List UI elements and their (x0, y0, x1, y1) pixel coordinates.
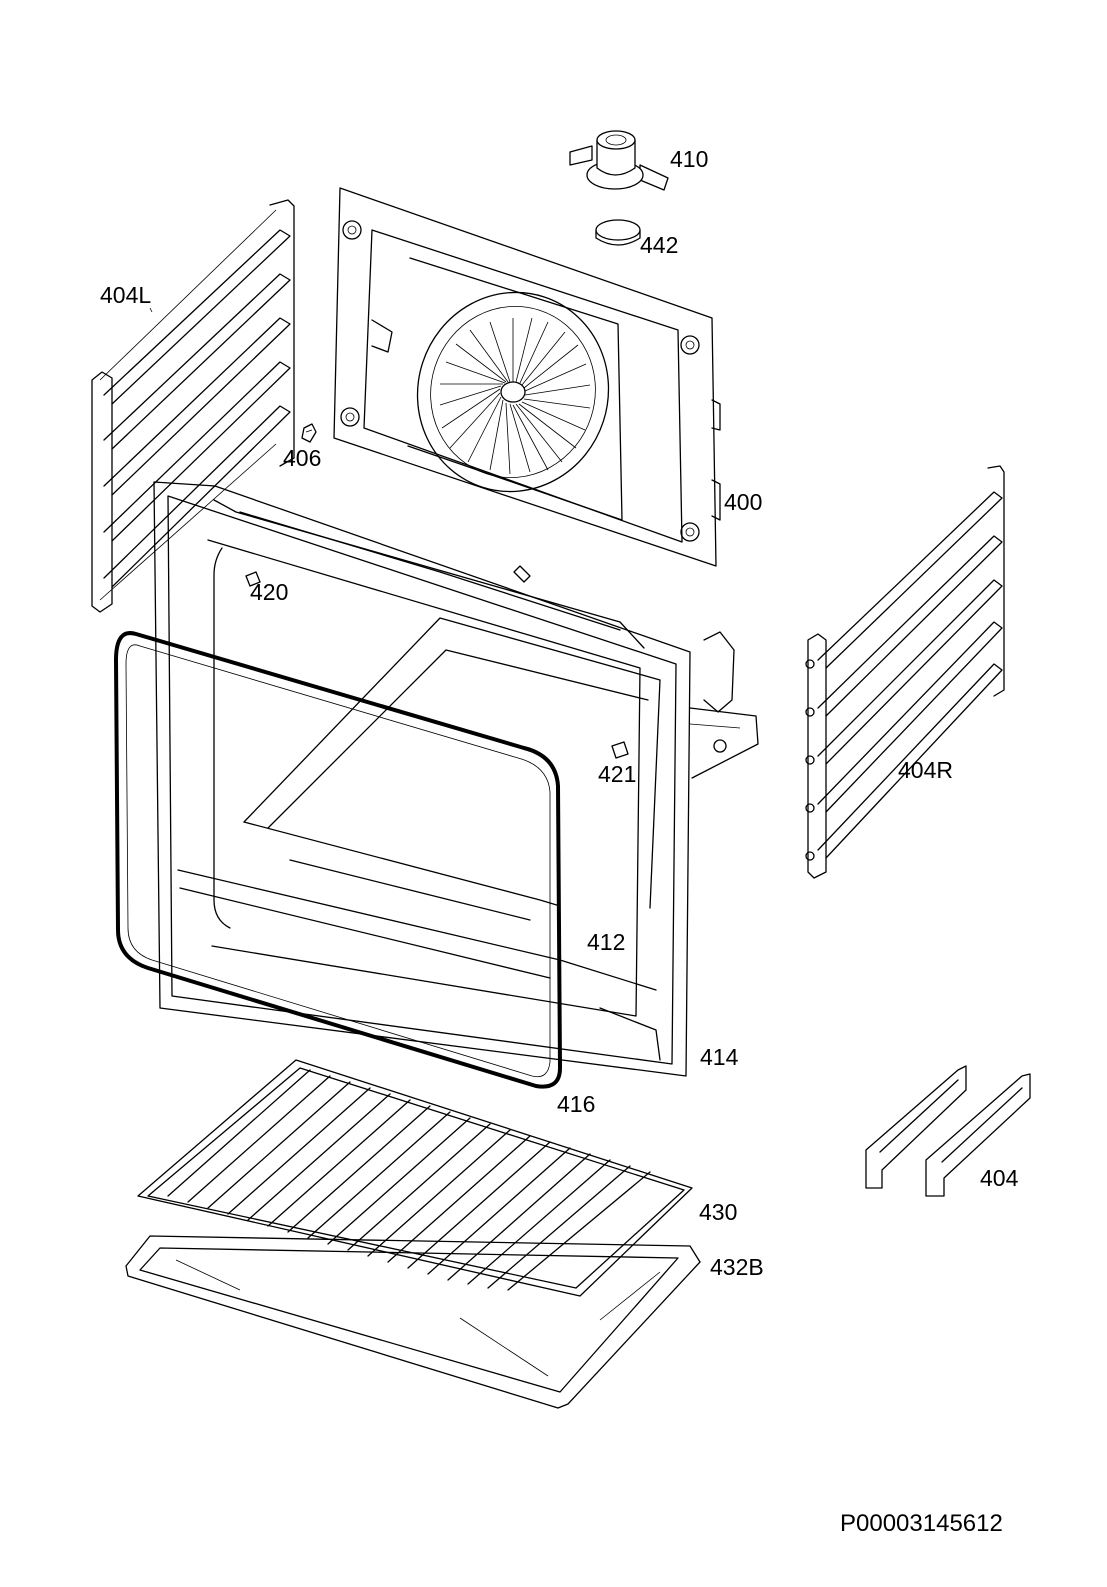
label-430: 430 (699, 1199, 737, 1225)
part-442-disc (595, 219, 641, 246)
label-414: 414 (700, 1044, 739, 1070)
part-404R-right-rack (805, 465, 1005, 879)
label-420: 420 (250, 579, 288, 605)
label-404: 404 (980, 1165, 1019, 1191)
part-421-screw (611, 741, 629, 759)
leader-404L (149, 307, 153, 313)
label-404L: 404L (100, 282, 151, 308)
part-404L-left-rack (91, 199, 295, 613)
part-420-screw (245, 571, 261, 587)
label-406: 406 (283, 445, 321, 471)
label-410: 410 (670, 146, 708, 172)
label-404R: 404R (898, 757, 953, 783)
part-404-runners (865, 1065, 1031, 1197)
label-442: 442 (640, 232, 678, 258)
document-code: P00003145612 (840, 1510, 1003, 1537)
label-412: 412 (587, 929, 625, 955)
part-432B-tray (125, 1235, 701, 1409)
label-421: 421 (598, 761, 636, 787)
label-416: 416 (557, 1091, 595, 1117)
part-416-door-seal (114, 631, 562, 1089)
part-410-thermostat (569, 130, 669, 191)
part-414-cavity-frame (153, 481, 759, 1077)
label-432B: 432B (710, 1254, 764, 1280)
part-406-screw (301, 423, 317, 443)
label-400: 400 (724, 489, 762, 515)
part-430-grill-rack (137, 1059, 693, 1297)
part-400-back-panel (333, 187, 721, 567)
